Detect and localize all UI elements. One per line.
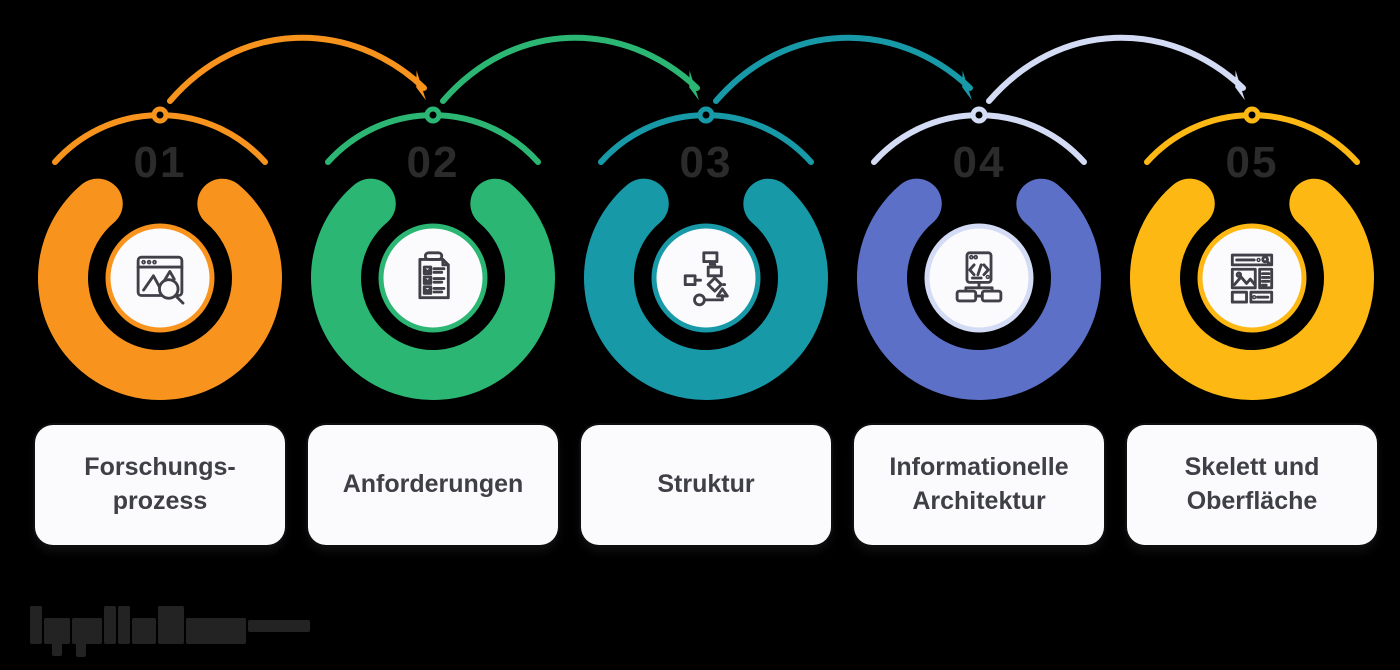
- step-donut-ring: [584, 156, 828, 400]
- step-ring-graphic: [584, 106, 828, 400]
- arc-apex-dot: [151, 106, 169, 124]
- step-ring-graphic: [1130, 106, 1374, 400]
- process-step-03: 03 Struktur: [571, 95, 841, 545]
- step-donut-ring: [857, 156, 1101, 400]
- icon-disc: [1197, 223, 1307, 333]
- arrow-step3-to-step4: [713, 34, 973, 104]
- icon-disc: [105, 223, 215, 333]
- step-label-card: Skelett und Oberfläche: [1127, 425, 1377, 545]
- step-label: Anforderungen: [342, 470, 524, 499]
- step-donut-ring: [38, 156, 282, 400]
- process-step-05: 05 Skelett und Oberfläche: [1117, 95, 1387, 545]
- arc-apex-dot: [697, 106, 715, 124]
- step-label: Skelett und Oberfläche: [1184, 453, 1320, 515]
- step-label: Forschungs- prozess: [84, 453, 236, 515]
- arc-apex-dot: [970, 106, 988, 124]
- step-donut-ring: [311, 156, 555, 400]
- arc-apex-dot: [424, 106, 442, 124]
- step-ring-graphic: [38, 106, 282, 400]
- step-label: Informationelle Architektur: [889, 453, 1069, 515]
- arrow-step2-to-step3: [440, 34, 700, 104]
- arrow-step1-to-step2: [167, 34, 427, 104]
- watermark-wordmark-icon: [30, 602, 312, 657]
- step-label-card: Forschungs- prozess: [35, 425, 285, 545]
- icon-disc: [651, 223, 761, 333]
- step-label-card: Struktur: [581, 425, 831, 545]
- process-step-01: 01 Forschungs- prozess: [25, 95, 295, 545]
- step-label-card: Informationelle Architektur: [854, 425, 1104, 545]
- step-label-card: Anforderungen: [308, 425, 558, 545]
- process-step-02: 02 Anforderungen: [298, 95, 568, 545]
- step-label: Struktur: [657, 470, 755, 499]
- arc-apex-dot: [1243, 106, 1261, 124]
- step-ring-graphic: [857, 106, 1101, 400]
- step-donut-ring: [1130, 156, 1374, 400]
- process-steps-row: 01 Forschungs- prozess 02 An: [0, 95, 1387, 545]
- arrow-step4-to-step5: [986, 34, 1246, 104]
- process-step-04: 04 Informationelle Architektur: [844, 95, 1114, 545]
- step-ring-graphic: [311, 106, 555, 400]
